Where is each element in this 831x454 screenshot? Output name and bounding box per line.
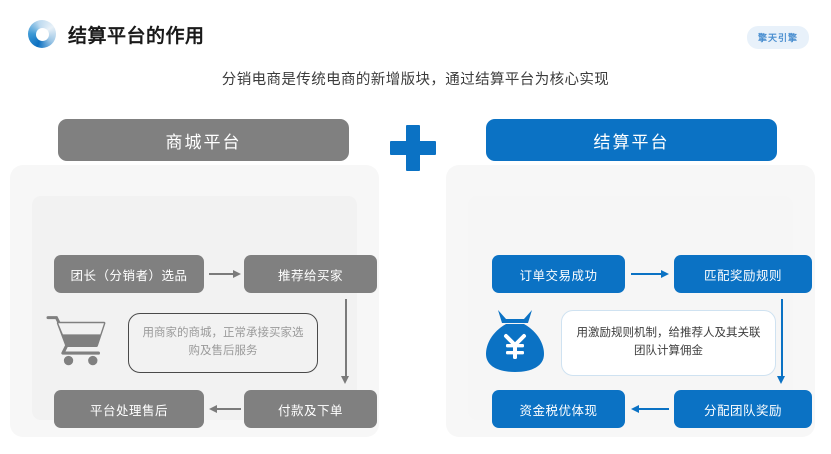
flow-box-label: 付款及下单 xyxy=(277,403,343,418)
arrow-shaft xyxy=(344,299,347,377)
note-settlement-platform: 用激励规则机制，给推荐人及其关联团队计算佣金 xyxy=(561,310,776,376)
arrow-shaft xyxy=(209,273,234,275)
arrow-down-icon-mall-right xyxy=(341,299,350,384)
flow-box-label: 推荐给买家 xyxy=(277,268,343,283)
arrow-shaft xyxy=(216,408,241,410)
flow-box-label: 订单交易成功 xyxy=(519,268,598,283)
panel-settlement-platform: 订单交易成功 匹配奖励规则 资金税优体现 分配团队奖励 xyxy=(446,165,815,437)
panel-header-mall-platform: 商城平台 xyxy=(58,119,349,161)
panel-body-settlement-platform: 订单交易成功 匹配奖励规则 资金税优体现 分配团队奖励 xyxy=(468,196,812,428)
flow-box-settlement-step-1[interactable]: 订单交易成功 xyxy=(492,255,625,293)
ring-logo-icon xyxy=(28,20,56,48)
flow-box-settlement-step-4[interactable]: 分配团队奖励 xyxy=(674,390,812,428)
arrow-head xyxy=(341,376,349,384)
arrow-left-icon-settlement-bottom xyxy=(631,404,669,414)
flow-box-settlement-step-2[interactable]: 匹配奖励规则 xyxy=(674,255,812,293)
flow-box-label: 匹配奖励规则 xyxy=(703,268,782,283)
note-mall-platform: 用商家的商城，正常承接买家选购及售后服务 xyxy=(128,313,318,373)
brand-badge: 擎天引擎 xyxy=(746,26,809,49)
panel-header-settlement-platform: 结算平台 xyxy=(486,119,777,161)
arrow-right-icon-mall-top xyxy=(209,269,241,279)
page-title: 结算平台的作用 xyxy=(68,25,205,47)
arrow-right-icon-settlement-top xyxy=(631,269,669,279)
arrow-head xyxy=(233,269,241,278)
panel-mall-platform: 团长（分销者）选品 推荐给买家 平台处理售后 付款及下单 xyxy=(10,165,379,437)
flow-box-mall-step-4[interactable]: 付款及下单 xyxy=(244,390,377,428)
arrow-head xyxy=(777,376,785,384)
flow-box-settlement-step-3[interactable]: 资金税优体现 xyxy=(492,390,625,428)
flow-box-label: 平台处理售后 xyxy=(89,403,168,418)
arrow-shaft xyxy=(780,299,783,377)
panel-title-label: 结算平台 xyxy=(593,132,670,152)
arrow-head xyxy=(209,404,217,413)
slide-subtitle: 分销电商是传统电商的新增版块，通过结算平台为核心实现 xyxy=(221,72,610,88)
flow-box-mall-step-1[interactable]: 团长（分销者）选品 xyxy=(54,255,204,293)
shopping-cart-icon xyxy=(46,312,106,368)
panel-body-mall-platform: 团长（分销者）选品 推荐给买家 平台处理售后 付款及下单 xyxy=(32,196,377,428)
arrow-down-icon-settlement-right xyxy=(777,299,786,384)
flow-box-label: 分配团队奖励 xyxy=(703,403,782,418)
arrow-left-icon-mall-bottom xyxy=(209,404,241,414)
flow-box-mall-step-2[interactable]: 推荐给买家 xyxy=(244,255,377,293)
arrow-head xyxy=(661,269,669,278)
note-text: 用激励规则机制，给推荐人及其关联团队计算佣金 xyxy=(576,327,761,357)
plus-icon xyxy=(389,124,437,172)
flow-box-label: 资金税优体现 xyxy=(519,403,598,418)
flow-box-mall-step-3[interactable]: 平台处理售后 xyxy=(54,390,204,428)
flow-box-label: 团长（分销者）选品 xyxy=(70,268,188,283)
arrow-shaft xyxy=(638,408,669,410)
arrow-shaft xyxy=(631,273,662,275)
arrow-head xyxy=(631,404,639,413)
slide-header: 结算平台的作用 xyxy=(28,20,205,48)
note-text: 用商家的商城，正常承接买家选购及售后服务 xyxy=(142,327,304,357)
panel-title-label: 商城平台 xyxy=(165,132,242,152)
money-bag-icon xyxy=(484,308,546,374)
